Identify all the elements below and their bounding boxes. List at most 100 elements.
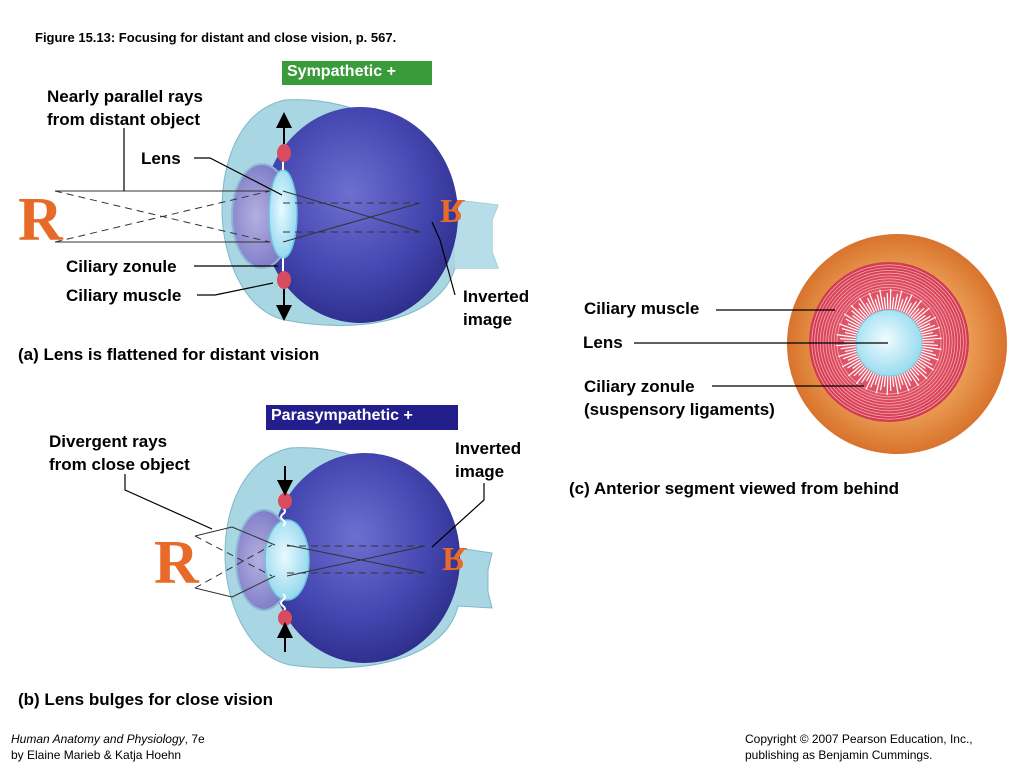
zonule-fiber bbox=[894, 293, 899, 310]
ciliary-muscle-b-top bbox=[278, 493, 292, 509]
inverted-image-b: R bbox=[442, 540, 467, 577]
zonule-fiber bbox=[902, 371, 912, 387]
zonule-fiber bbox=[896, 373, 902, 390]
muscle-striation bbox=[836, 289, 942, 395]
zonule-fiber bbox=[886, 374, 889, 396]
zonule-fiber bbox=[874, 299, 880, 311]
leaders-b bbox=[124, 474, 485, 548]
zonule-fiber bbox=[921, 348, 934, 352]
zonule-fiber bbox=[898, 373, 904, 385]
ciliary-zonule-label-a: Ciliary zonule bbox=[66, 257, 177, 276]
zonule-fiber bbox=[868, 292, 878, 312]
zonule-fiber bbox=[840, 338, 857, 341]
zonule-fiber bbox=[889, 288, 892, 310]
zonule-fiber bbox=[910, 308, 920, 318]
muscle-striation bbox=[825, 278, 953, 406]
rays-label-a: Nearly parallel rays from distant object bbox=[47, 87, 203, 129]
zonule-fiber bbox=[920, 350, 937, 357]
inverted-image-a: R bbox=[440, 192, 465, 229]
zonule-fiber bbox=[883, 297, 887, 310]
zonule-fiber bbox=[858, 303, 870, 317]
zonule-fiber bbox=[836, 343, 857, 347]
zonule-fiber bbox=[852, 315, 863, 324]
zonule-fiber bbox=[855, 367, 870, 385]
book-edition: , 7e bbox=[184, 732, 205, 746]
zonule-fiber bbox=[913, 307, 930, 322]
zonule-fiber bbox=[852, 360, 863, 369]
ciliary-muscle-a-bottom bbox=[277, 271, 291, 289]
leaders-c bbox=[634, 309, 888, 387]
zonule-fiber bbox=[904, 302, 913, 314]
zonule-fiber bbox=[858, 308, 868, 318]
eyeball-b bbox=[270, 453, 460, 663]
optic-nerve-a bbox=[455, 200, 498, 268]
zonule-fiber bbox=[904, 370, 913, 382]
anterior-segment-c bbox=[787, 234, 1007, 454]
book-title: Human Anatomy and Physiology bbox=[11, 732, 185, 746]
zonule-fiber bbox=[870, 372, 878, 388]
zonule-fiber bbox=[879, 374, 884, 391]
zonule-fiber bbox=[908, 367, 920, 381]
zonule-fiber bbox=[918, 354, 931, 361]
zonule-fiber bbox=[844, 332, 857, 336]
zonule-fiber bbox=[840, 346, 857, 350]
lens-label-a: Lens bbox=[141, 149, 181, 168]
zonule-b-bottom bbox=[280, 593, 286, 613]
figure-title: Figure 15.13: Focusing for distant and c… bbox=[35, 30, 397, 45]
zonule-fiber bbox=[845, 318, 861, 328]
zonule-fiber bbox=[858, 297, 871, 315]
zonule-fiber bbox=[919, 352, 940, 361]
zonule-fiber bbox=[836, 334, 857, 338]
rays-a bbox=[54, 190, 421, 243]
zonule-fiber bbox=[889, 374, 892, 392]
zonule-fiber bbox=[908, 299, 923, 317]
caption-c: (c) Anterior segment viewed from behind bbox=[569, 479, 899, 498]
zonule-fiber bbox=[886, 292, 889, 310]
parasympathetic-banner: Parasympathetic + bbox=[266, 405, 458, 430]
ciliary-muscle-label-a: Ciliary muscle bbox=[66, 286, 182, 305]
zonule-fiber bbox=[865, 302, 874, 314]
sympathetic-banner: Sympathetic + bbox=[282, 61, 432, 85]
zonule-fiber bbox=[865, 370, 874, 382]
zonule-fiber bbox=[847, 358, 862, 369]
zonule-fiber bbox=[865, 371, 876, 390]
inverted-image-label-a: Inverted image bbox=[463, 287, 530, 329]
rays-label-b: Divergent rays from close object bbox=[49, 432, 190, 474]
zonule-fiber bbox=[918, 323, 931, 330]
zonule-fiber bbox=[910, 366, 920, 376]
zonule-fiber bbox=[847, 354, 860, 361]
zonule-fiber bbox=[907, 369, 920, 387]
ciliary-muscle-b-bottom bbox=[278, 610, 292, 626]
zonule-fiber bbox=[891, 297, 895, 310]
zonule-fiber bbox=[841, 356, 861, 368]
zonule-fiber bbox=[921, 334, 938, 338]
zonule-fiber bbox=[850, 304, 866, 320]
publisher-line: publishing as Benjamin Cummings. bbox=[745, 748, 933, 762]
zonule-fiber bbox=[883, 374, 887, 387]
muscle-striation bbox=[811, 264, 967, 420]
zonule-fiber bbox=[874, 373, 880, 385]
ciliary-muscle-label-c: Ciliary muscle bbox=[584, 299, 700, 318]
eye-a bbox=[221, 99, 499, 326]
zonule-fiber bbox=[921, 346, 942, 350]
zonule-fiber bbox=[920, 326, 941, 334]
caption-a: (a) Lens is flattened for distant vision bbox=[18, 345, 320, 364]
zonule-fiber bbox=[915, 315, 926, 324]
zonule-fiber bbox=[838, 323, 859, 332]
muscle-striation bbox=[831, 283, 948, 400]
zonule-fiber bbox=[896, 290, 903, 311]
zonule-fiber bbox=[919, 324, 936, 332]
zonule-fiber bbox=[851, 310, 865, 322]
zonule-fiber bbox=[921, 343, 938, 346]
zonule-fiber bbox=[921, 337, 942, 341]
footer-copyright: Copyright © 2007 Pearson Education, Inc.… bbox=[745, 731, 973, 763]
caption-b: (b) Lens bulges for close vision bbox=[18, 690, 274, 709]
zonule-fiber bbox=[858, 366, 868, 376]
zonule-fiber bbox=[875, 373, 882, 394]
lens-a bbox=[268, 169, 298, 259]
muscle-striation bbox=[828, 281, 950, 403]
zonule-fiber bbox=[866, 297, 876, 313]
zonule-fiber bbox=[921, 332, 934, 336]
zonule-fiber bbox=[913, 362, 927, 374]
